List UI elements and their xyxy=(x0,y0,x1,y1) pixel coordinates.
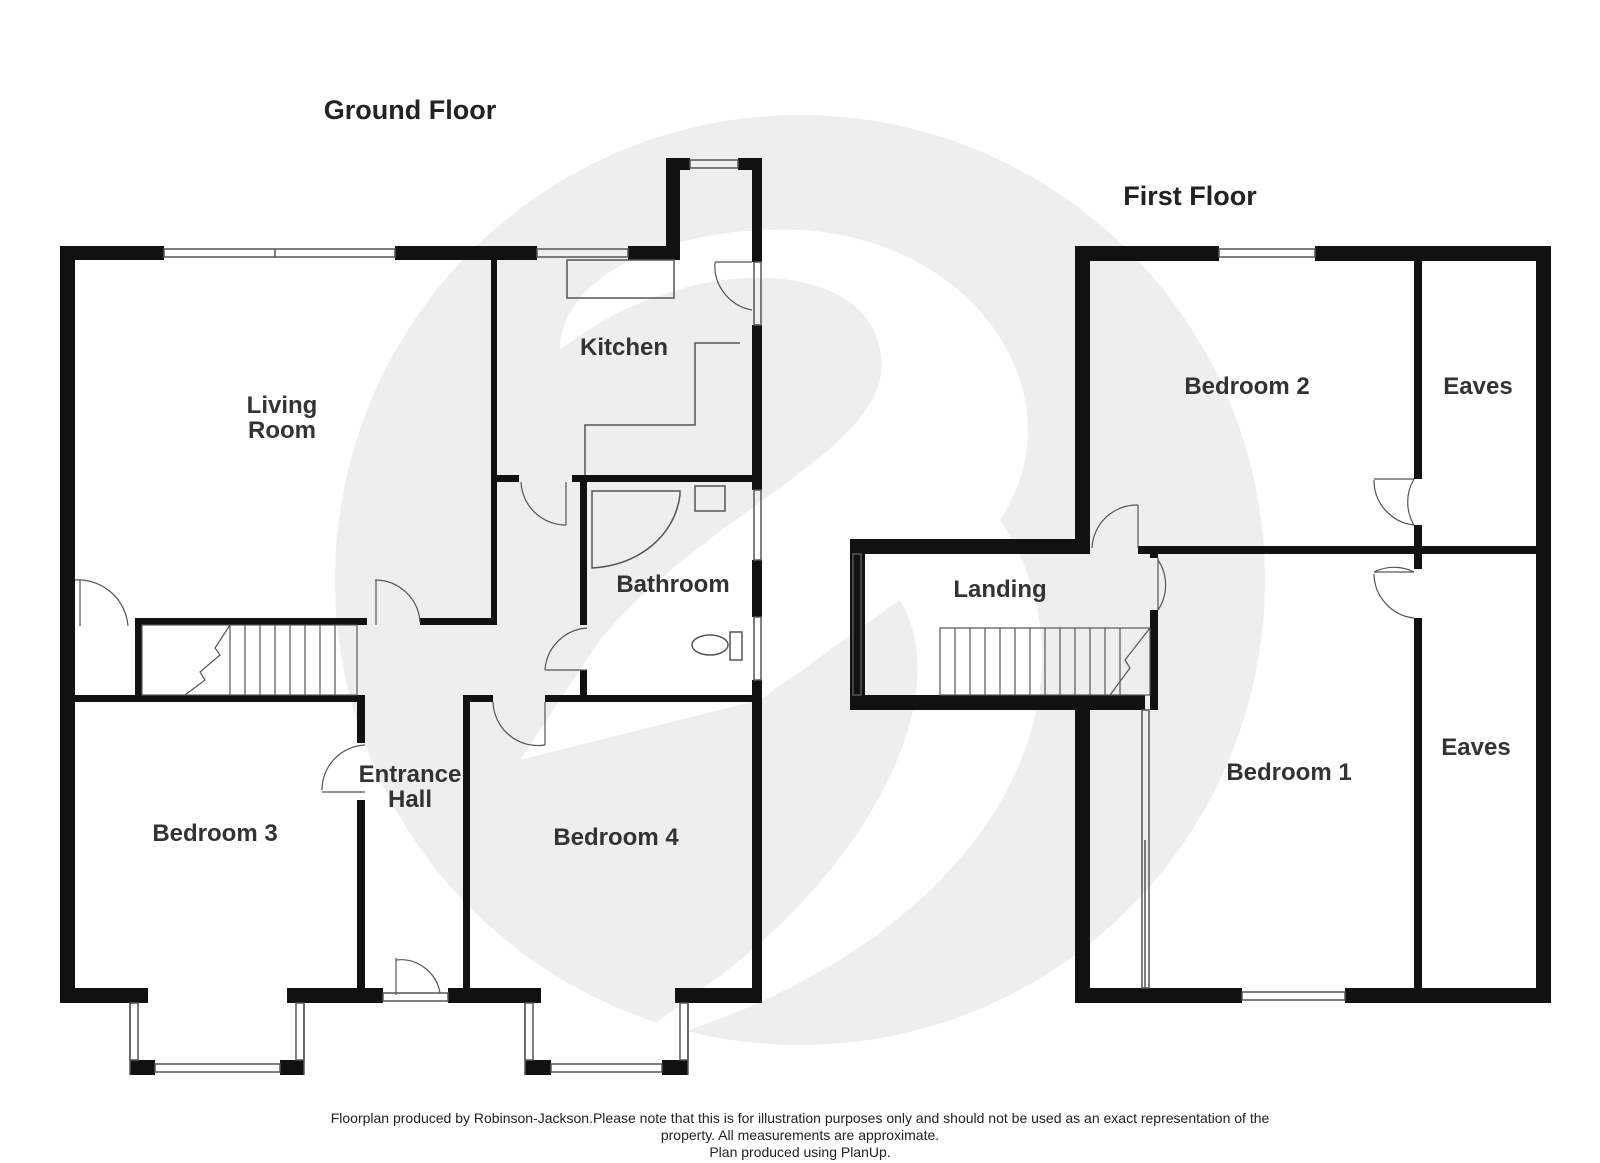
ground-floor-doors xyxy=(74,261,753,995)
watermark-logo xyxy=(335,115,1265,1050)
living-room-label-line1: Living xyxy=(247,392,318,419)
footer-line-3: Plan produced using PlanUp. xyxy=(709,1144,891,1160)
ground-floor-stairs xyxy=(141,624,358,696)
first-floor-doors xyxy=(1091,478,1415,619)
bedroom-1-label: Bedroom 1 xyxy=(1226,759,1351,786)
entrance-hall-label-line1: Entrance xyxy=(359,761,462,788)
bedroom-2-label: Bedroom 2 xyxy=(1184,373,1309,400)
eaves-upper-label: Eaves xyxy=(1443,373,1512,400)
bathroom-label: Bathroom xyxy=(616,571,729,598)
bedroom-3-label: Bedroom 3 xyxy=(152,820,277,847)
ground-floor-title: Ground Floor xyxy=(324,95,497,125)
footer-line-1: Floorplan produced by Robinson-Jackson.P… xyxy=(330,1110,1270,1126)
first-floor-walls xyxy=(850,246,1551,1003)
ground-floor-walls xyxy=(60,158,762,1075)
first-floor-stairs xyxy=(939,627,1151,696)
disclaimer-footer: Floorplan produced by Robinson-Jackson.P… xyxy=(200,1110,1400,1161)
living-room-label-line2: Room xyxy=(248,417,316,444)
footer-line-2: property. All measurements are approxima… xyxy=(660,1127,940,1143)
first-floor-title: First Floor xyxy=(1123,181,1257,211)
ground-floor-windows xyxy=(129,159,762,1075)
landing-label: Landing xyxy=(953,576,1046,603)
entrance-hall-label-line2: Hall xyxy=(388,786,432,813)
eaves-lower-label: Eaves xyxy=(1441,734,1510,761)
first-floor-windows xyxy=(852,248,1346,1001)
kitchen-label: Kitchen xyxy=(580,334,668,361)
bedroom-4-label: Bedroom 4 xyxy=(553,824,679,851)
